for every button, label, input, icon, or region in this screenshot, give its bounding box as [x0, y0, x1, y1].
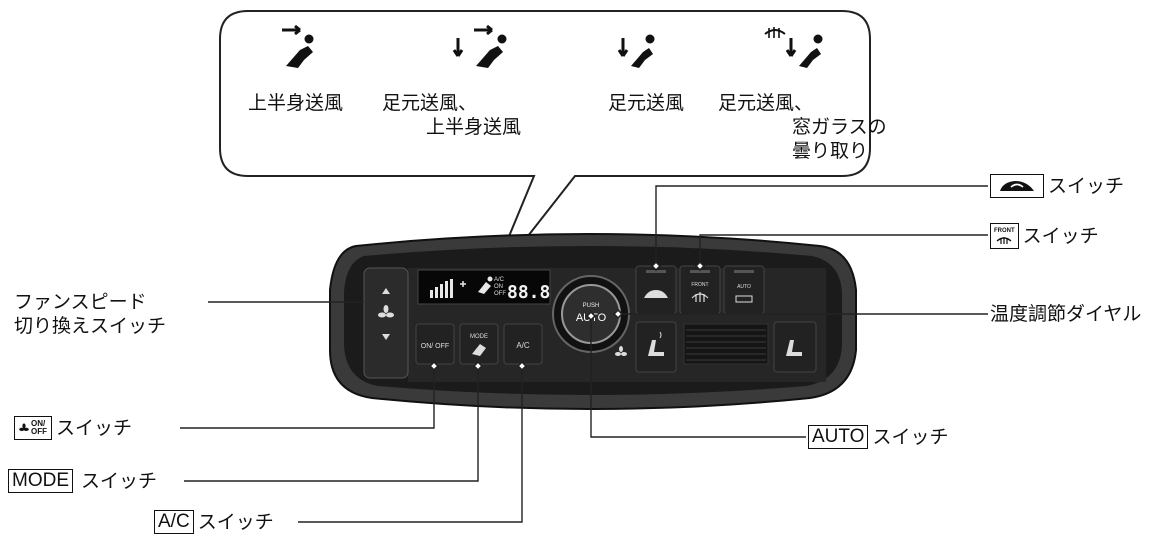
mode-floor-defrost-label: 足元送風、 窓ガラスの 曇り取り — [718, 92, 887, 162]
front-defrost-icon — [691, 292, 709, 302]
auto-switch-callout: AUTO スイッチ — [808, 425, 948, 449]
dial-push-label: PUSH — [583, 303, 600, 309]
fan-speed-switch-callout: ファンスピード 切り換えスイッチ — [14, 291, 167, 337]
lcd-temperature: 88.8 — [507, 282, 550, 303]
front-defrost-switch-callout: FRONT スイッチ — [990, 223, 1099, 249]
recirculation-switch-callout: スイッチ — [990, 174, 1124, 198]
recirculation-button[interactable] — [635, 265, 677, 315]
front-defrost-icon — [996, 237, 1012, 244]
recirculation-icon — [644, 290, 668, 298]
ac-switch-callout: A/C スイッチ — [154, 510, 274, 534]
lcd-ac-flag: A/C — [494, 277, 505, 283]
fan-onoff-button-label: ON/ OFF — [421, 343, 449, 350]
leader-lines — [180, 185, 988, 523]
mode-bubble — [219, 10, 871, 288]
passenger-seat-heater-button[interactable] — [773, 321, 817, 373]
lcd-mode-icon — [460, 276, 493, 294]
front-defrost-button[interactable]: FRONT — [679, 265, 721, 315]
fan-icon — [378, 305, 394, 318]
fan-speed-down-icon — [382, 334, 390, 340]
mode-box: MODE — [8, 469, 73, 493]
lcd-on-flag: ON — [494, 284, 503, 290]
mode-button-label: MODE — [470, 334, 488, 340]
mode-button-icon — [472, 344, 486, 356]
driver-seat-heater-button[interactable] — [635, 321, 677, 373]
vent-bilevel-icon — [452, 24, 507, 68]
vent-floor-defrost-icon — [764, 27, 823, 68]
auto-rear-button[interactable]: AUTO — [723, 265, 765, 315]
fan-speed-rocker[interactable] — [363, 267, 409, 379]
lcd-display: A/C ON OFF 88.8 — [417, 269, 551, 305]
recirculation-icon-box — [990, 174, 1044, 198]
mode-face-label: 上半身送風 — [248, 92, 344, 114]
auto-box: AUTO — [808, 425, 869, 449]
front-defrost-button-label: FRONT — [691, 282, 708, 288]
fan-icon — [19, 423, 29, 431]
fan-onoff-icon-box: ON/ OFF — [14, 416, 52, 440]
seat-heater-icon — [786, 340, 802, 356]
rear-defrost-icon — [735, 295, 753, 303]
recirculation-icon — [1000, 181, 1034, 191]
leader-dots — [428, 260, 706, 372]
ac-button[interactable]: A/C — [503, 323, 543, 365]
fan-onoff-switch-callout: ON/ OFF スイッチ — [14, 416, 132, 440]
ac-button-label: A/C — [516, 341, 530, 350]
mode-bilevel-label: 足元送風、 上半身送風 — [382, 92, 522, 138]
auto-rear-button-label: AUTO — [737, 284, 751, 290]
mode-switch-callout: MODE スイッチ — [8, 469, 157, 493]
front-defrost-icon-box: FRONT — [990, 223, 1019, 249]
fan-onoff-button[interactable]: ON/ OFF — [415, 323, 455, 365]
seat-heater-icon — [648, 340, 664, 356]
fan-level-bars — [430, 279, 453, 298]
vent-grille — [683, 323, 769, 365]
fan-speed-up-icon — [382, 288, 390, 294]
fan-small-icon — [615, 346, 627, 356]
lcd-off-flag: OFF — [494, 291, 506, 297]
vent-floor-icon — [617, 34, 655, 68]
ac-box: A/C — [154, 510, 194, 534]
mode-floor-label: 足元送風 — [608, 92, 685, 114]
mode-button[interactable]: MODE — [459, 323, 499, 365]
vent-face-icon — [282, 24, 314, 68]
temperature-dial-callout: 温度調節ダイヤル — [990, 303, 1142, 325]
